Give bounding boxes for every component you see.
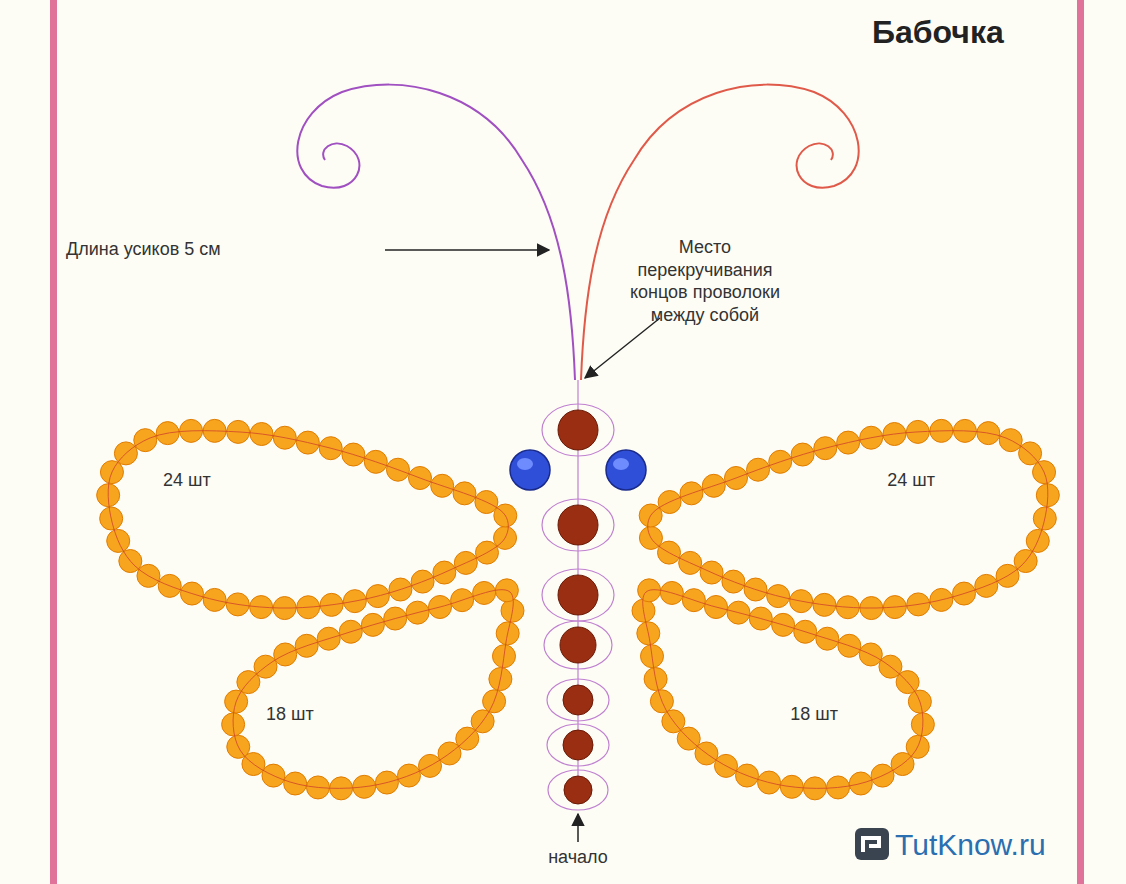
side-bar xyxy=(50,0,57,884)
leader-arrow xyxy=(577,814,579,842)
wire-loop xyxy=(547,724,609,766)
bead-count: 24 шт xyxy=(887,469,935,492)
wire-loop xyxy=(542,404,614,456)
wing-wire xyxy=(643,590,923,789)
start-note: начало xyxy=(548,846,608,869)
wire-loop xyxy=(542,569,614,621)
twist-note: Место перекручивания концов проволоки ме… xyxy=(610,236,800,326)
wing-wire xyxy=(648,431,1048,608)
antenna-wire xyxy=(297,85,575,380)
eye-highlight xyxy=(613,458,629,470)
leader-arrow xyxy=(585,318,660,378)
body-bead xyxy=(563,730,593,760)
wing-wire xyxy=(108,431,508,608)
wire-loop xyxy=(544,621,612,669)
body-bead xyxy=(558,410,598,450)
bead-count: 18 шт xyxy=(790,703,838,726)
body-bead xyxy=(558,575,598,615)
wing-wire xyxy=(108,431,508,608)
side-bar xyxy=(1077,0,1084,884)
eye-bead xyxy=(606,450,646,490)
wing-wire xyxy=(648,431,1048,608)
bead-count: 24 шт xyxy=(163,469,211,492)
body-bead xyxy=(560,627,596,663)
eye-highlight xyxy=(517,458,533,470)
wire-loop xyxy=(547,679,609,721)
body-group xyxy=(510,380,646,810)
body-bead xyxy=(564,776,592,804)
logo-icon xyxy=(855,828,889,860)
dimension-note: Длина усиков 5 см xyxy=(66,238,221,261)
antenna-wire xyxy=(581,85,859,380)
eye-bead xyxy=(510,450,550,490)
wire-loop xyxy=(542,499,614,551)
wing-wire xyxy=(233,590,513,789)
body-bead xyxy=(558,505,598,545)
wing-wire xyxy=(643,590,923,789)
bead-count: 18 шт xyxy=(266,703,314,726)
watermark: TutKnow.ru xyxy=(895,828,1046,861)
diagram-title: Бабочка xyxy=(872,14,1004,51)
body-bead xyxy=(563,685,593,715)
wing-wire xyxy=(233,590,513,789)
wire-loop xyxy=(548,770,608,810)
leader-arrow xyxy=(385,249,549,251)
